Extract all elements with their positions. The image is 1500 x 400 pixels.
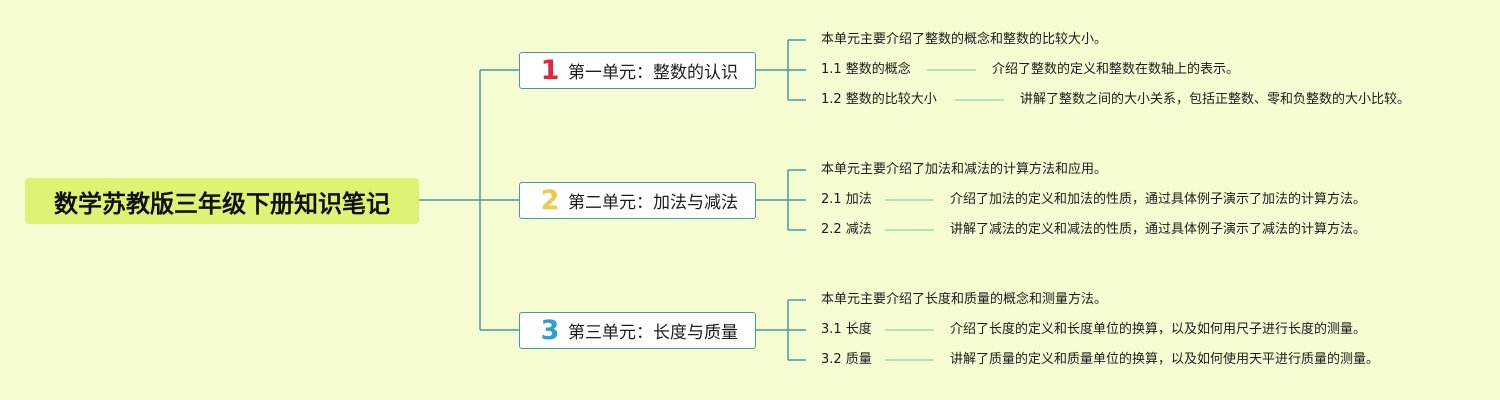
unit-title-2: 第二单元：加法与减法 — [568, 193, 738, 213]
unit-node-1[interactable]: 1 第一单元：整数的认识 — [519, 52, 756, 89]
unit-number-3: 3 — [540, 315, 560, 346]
unit3-sub2-label: 3.2 质量 — [821, 352, 872, 367]
unit1-sub2-label: 1.2 整数的比较大小 — [821, 92, 937, 107]
unit3-sub1-desc: 介绍了长度的定义和长度单位的换算，以及如何用尺子进行长度的测量。 — [950, 322, 1367, 337]
root-label: 数学苏教版三年级下册知识笔记 — [54, 189, 390, 218]
unit2-sub1-label: 2.1 加法 — [821, 192, 872, 207]
unit2-sub2-desc: 讲解了减法的定义和减法的性质，通过具体例子演示了减法的计算方法。 — [950, 222, 1367, 237]
unit3-sub1-label: 3.1 长度 — [821, 322, 872, 337]
unit-title-3: 第三单元：长度与质量 — [568, 323, 738, 343]
unit3-summary: 本单元主要介绍了长度和质量的概念和测量方法。 — [821, 292, 1108, 307]
unit-node-3[interactable]: 3 第三单元：长度与质量 — [519, 312, 756, 349]
unit-node-2[interactable]: 2 第二单元：加法与减法 — [519, 182, 756, 219]
unit2-sub2-label: 2.2 减法 — [821, 222, 872, 237]
unit3-sub2-desc: 讲解了质量的定义和质量单位的换算，以及如何使用天平进行质量的测量。 — [950, 352, 1380, 367]
unit1-summary: 本单元主要介绍了整数的概念和整数的比较大小。 — [821, 32, 1108, 47]
unit-title-1: 第一单元：整数的认识 — [568, 63, 738, 83]
unit-number-2: 2 — [540, 185, 560, 216]
unit1-sub1-label: 1.1 整数的概念 — [821, 62, 911, 77]
unit1-sub1-desc: 介绍了整数的定义和整数在数轴上的表示。 — [992, 62, 1240, 77]
unit-number-1: 1 — [540, 55, 560, 86]
unit2-sub1-desc: 介绍了加法的定义和加法的性质，通过具体例子演示了加法的计算方法。 — [950, 192, 1367, 207]
root-node[interactable]: 数学苏教版三年级下册知识笔记 — [25, 178, 419, 224]
unit1-sub2-desc: 讲解了整数之间的大小关系，包括正整数、零和负整数的大小比较。 — [1020, 92, 1411, 107]
unit2-summary: 本单元主要介绍了加法和减法的计算方法和应用。 — [821, 162, 1108, 177]
